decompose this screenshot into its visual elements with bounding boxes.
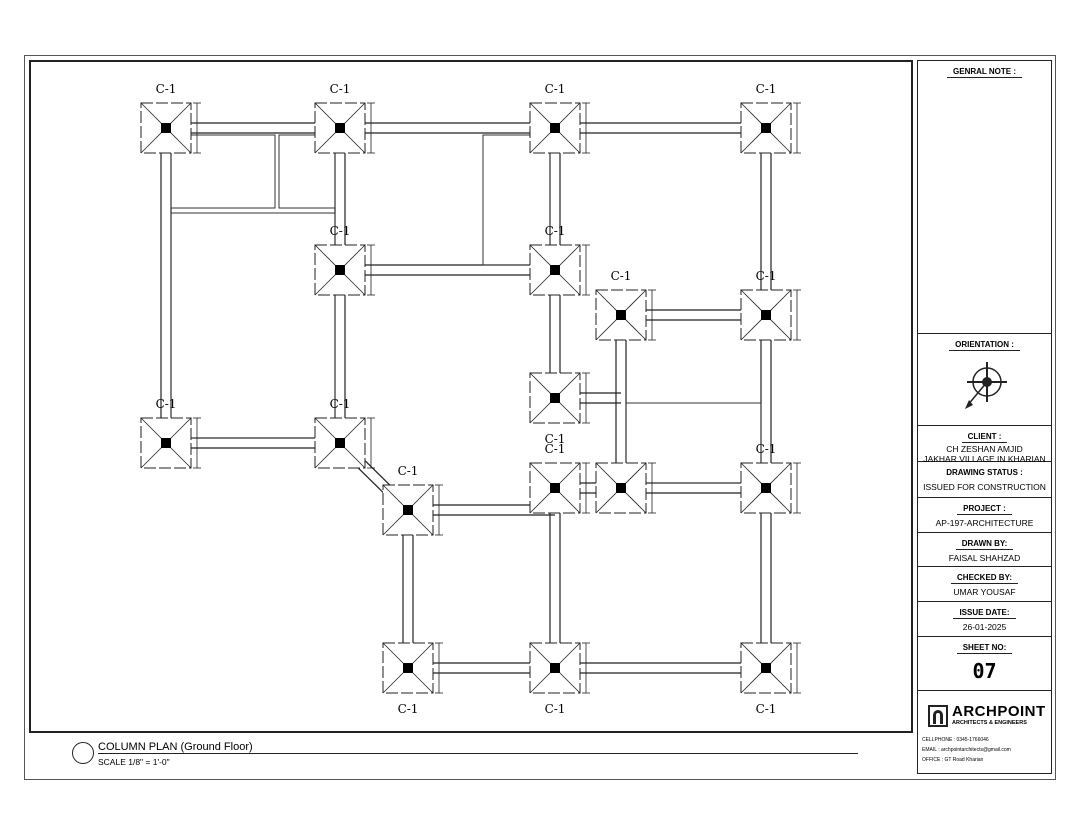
client-name: CH ZESHAN AMJID [946, 444, 1023, 454]
column-label: C-1 [756, 442, 777, 456]
archpoint-logo-icon [928, 705, 948, 727]
column [550, 123, 560, 133]
company-name: ARCHPOINT [952, 703, 1046, 720]
drawing-status: ISSUED FOR CONSTRUCTION [923, 482, 1046, 492]
partition-wall [482, 134, 551, 266]
checked-section: CHECKED BY: UMAR YOUSAF [918, 567, 1051, 602]
column-label: C-1 [398, 464, 419, 478]
column [616, 483, 626, 493]
column [550, 483, 560, 493]
title-marker [72, 742, 94, 764]
column-label: C-1 [330, 82, 351, 96]
column-label: C-1 [756, 702, 777, 716]
column [335, 265, 345, 275]
checked-value: UMAR YOUSAF [953, 587, 1016, 597]
column [161, 438, 171, 448]
company-subtitle: ARCHITECTS & ENGINEERS [952, 720, 1027, 726]
column [550, 265, 560, 275]
column-label: C-1 [545, 82, 566, 96]
column-label: C-1 [545, 432, 566, 446]
column-label: C-1 [156, 397, 177, 411]
column [403, 505, 413, 515]
client-section: CLIENT : CH ZESHAN AMJID JAKHAR VILLAGE … [918, 426, 1051, 464]
drawing-title: COLUMN PLAN (Ground Floor) [98, 741, 253, 753]
date-section: ISSUE DATE: 26-01-2025 [918, 602, 1051, 637]
company-section: ARCHPOINT ARCHITECTS & ENGINEERS CELLPHO… [918, 691, 1051, 775]
column [550, 663, 560, 673]
sheet-label: SHEET NO: [956, 643, 1013, 654]
drawn-label: DRAWN BY: [955, 539, 1014, 550]
date-value: 26-01-2025 [962, 622, 1007, 632]
column [335, 123, 345, 133]
general-note-label: GENRAL NOTE : [947, 67, 1022, 78]
column [761, 663, 771, 673]
north-arrow-icon [964, 362, 1007, 409]
partition-wall [170, 212, 336, 439]
orientation-section: ORIENTATION : [918, 334, 1051, 426]
company-office: OFFICE : GT Road Kharian [922, 757, 984, 763]
column-label: C-1 [545, 702, 566, 716]
drawing-scale: SCALE 1/8" = 1'-0" [98, 757, 170, 767]
project-value: AP-197-ARCHITECTURE [935, 518, 1034, 528]
title-block: GENRAL NOTE : ORIENTATION : CLIENT : CH … [917, 60, 1052, 774]
title-underline [98, 753, 858, 754]
general-note-section: GENRAL NOTE : [918, 61, 1051, 334]
date-label: ISSUE DATE: [953, 608, 1016, 619]
column-label: C-1 [756, 82, 777, 96]
column [761, 310, 771, 320]
column [761, 483, 771, 493]
column [403, 663, 413, 673]
partition-wall [278, 134, 336, 209]
sheet-number: 07 [972, 659, 997, 683]
project-section: PROJECT : AP-197-ARCHITECTURE [918, 498, 1051, 533]
company-email: EMAIL : archpointarchitects@gmail.com [922, 747, 1011, 753]
sheet-section: SHEET NO: 07 [918, 637, 1051, 691]
column-label: C-1 [611, 269, 632, 283]
column [161, 123, 171, 133]
column-label: C-1 [330, 397, 351, 411]
drawing-area-border [29, 60, 913, 733]
client-label: CLIENT : [961, 432, 1008, 443]
column-label: C-1 [545, 224, 566, 238]
checked-label: CHECKED BY: [951, 573, 1018, 584]
partition-wall [170, 134, 276, 209]
status-label: DRAWING STATUS : [946, 468, 1023, 477]
column [335, 438, 345, 448]
column-label: C-1 [330, 224, 351, 238]
column [761, 123, 771, 133]
column-label: C-1 [545, 442, 566, 456]
orientation-label: ORIENTATION : [949, 340, 1020, 351]
column-label: C-1 [756, 269, 777, 283]
drawn-section: DRAWN BY: FAISAL SHAHZAD [918, 533, 1051, 567]
partition-wall [625, 402, 762, 484]
column [616, 310, 626, 320]
column-label: C-1 [398, 702, 419, 716]
status-section: DRAWING STATUS : ISSUED FOR CONSTRUCTION [918, 462, 1051, 498]
drawn-value: FAISAL SHAHZAD [948, 553, 1021, 563]
sheet-border [24, 55, 1056, 780]
project-label: PROJECT : [957, 504, 1012, 515]
client-address: JAKHAR VILLAGE IN KHARIAN [923, 454, 1046, 464]
company-phone: CELLPHONE : 0345-1766046 [922, 737, 989, 743]
column-label: C-1 [156, 82, 177, 96]
column [550, 393, 560, 403]
